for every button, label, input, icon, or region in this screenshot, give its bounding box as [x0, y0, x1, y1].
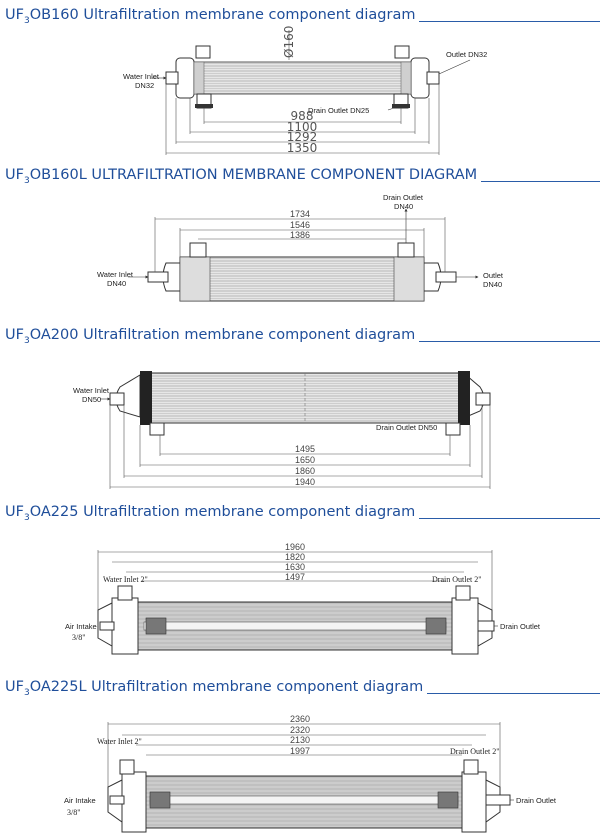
- inlet-nozzle: [109, 392, 125, 406]
- right-end-cap: [410, 57, 430, 99]
- inlet-port: [119, 759, 135, 775]
- inlet-nozzle: [147, 271, 169, 283]
- drain-port-top: [463, 759, 479, 775]
- dimension-988: 988: [291, 109, 314, 123]
- dimension-1997: 1997: [290, 746, 310, 756]
- center-tube: [149, 795, 459, 805]
- dimension-2360: 2360: [290, 714, 310, 724]
- title-underline: [481, 180, 600, 182]
- inlet-label: Water Inlet: [123, 72, 160, 81]
- membrane-housing: [179, 256, 425, 302]
- outlet-size-label: DN40: [483, 280, 502, 289]
- air-intake-label: Air Intake: [64, 796, 96, 805]
- diameter-label: Ø160: [282, 26, 296, 58]
- title-underline: [419, 517, 600, 519]
- inlet-label: Water Inlet 2": [97, 737, 142, 746]
- drain-port-top: [455, 585, 471, 601]
- inlet-label: Water Inlet 2": [103, 575, 148, 584]
- inlet-label: Water Inlet: [73, 386, 110, 395]
- ob160l-drawing: Drain Outlet DN40 Water Inlet DN40 Outle…: [97, 193, 504, 302]
- dimension-1940: 1940: [295, 477, 315, 487]
- outlet-nozzle: [435, 271, 457, 283]
- diagram-title: UF3OA225 Ultrafiltration membrane compon…: [5, 504, 600, 523]
- dimension-1497: 1497: [285, 572, 305, 582]
- inlet-label: Water Inlet: [97, 270, 134, 279]
- ob160-drawing: Ø160 Water Inlet DN32 Outlet DN32 Drain …: [123, 26, 487, 155]
- drain-label: Drain Outlet DN50: [376, 423, 437, 432]
- drain-port-right: [397, 242, 415, 258]
- drain-port-left: [149, 422, 165, 436]
- diagram-ob160l: UF3OB160L ULTRAFILTRATION MEMBRANE COMPO…: [0, 165, 600, 325]
- dimension-1820: 1820: [285, 552, 305, 562]
- air-intake-size-label: 3/8": [67, 808, 81, 817]
- diagram-title: UF3OA225L Ultrafiltration membrane compo…: [5, 679, 600, 698]
- dimension-1386: 1386: [290, 230, 310, 240]
- title-underline: [419, 340, 600, 342]
- dimension-2320: 2320: [290, 725, 310, 735]
- air-intake-size-label: 3/8": [72, 633, 86, 642]
- outlet-label: Outlet: [483, 271, 504, 280]
- left-potting: [140, 371, 152, 425]
- drain-side-label: Drain Outlet: [500, 622, 541, 631]
- right-potting: [458, 371, 470, 425]
- inlet-port: [117, 585, 133, 601]
- dimension-1734: 1734: [290, 209, 310, 219]
- dimension-1960: 1960: [285, 542, 305, 552]
- diagram-oa225l: UF3OA225L Ultrafiltration membrane compo…: [0, 672, 600, 840]
- inlet-size-label: DN50: [82, 395, 101, 404]
- oa200-drawing: Water Inlet DN50 Drain Outlet DN50 1495 …: [73, 371, 491, 489]
- diagram-title: UF3OB160L ULTRAFILTRATION MEMBRANE COMPO…: [5, 167, 600, 186]
- drain-outlet-nozzle: [477, 620, 495, 632]
- dimension-1630: 1630: [285, 562, 305, 572]
- air-intake-nozzle: [99, 621, 115, 631]
- diagram-ob160: UF3OB160 Ultrafiltration membrane compon…: [0, 0, 600, 165]
- outlet-label: Outlet DN32: [446, 50, 487, 59]
- diagram-oa225: UF3OA225 Ultrafiltration membrane compon…: [0, 498, 600, 668]
- drain-top-label: Drain Outlet 2": [432, 575, 481, 584]
- dimension-1650: 1650: [295, 455, 315, 465]
- dimension-1495: 1495: [295, 444, 315, 454]
- dimension-1350: 1350: [287, 141, 318, 155]
- title-underline: [427, 692, 600, 694]
- dimension-1860: 1860: [295, 466, 315, 476]
- left-end-cap: [175, 57, 195, 99]
- drain-port-left: [189, 242, 207, 258]
- inlet-nozzle: [165, 71, 179, 85]
- drain-label: Drain Outlet: [383, 193, 424, 202]
- dimension-1100: 1100: [287, 120, 318, 134]
- oa225l-drawing: 2360 2320 2130 1997 Water Inlet 2" Drain…: [64, 714, 557, 833]
- dimension-1292: 1292: [287, 130, 318, 144]
- diagram-title: UF3OB160 Ultrafiltration membrane compon…: [5, 7, 600, 26]
- diagram-title: UF3OA200 Ultrafiltration membrane compon…: [5, 327, 600, 346]
- outlet-nozzle: [475, 392, 491, 406]
- title-underline: [419, 20, 600, 22]
- drain-label: Drain Outlet DN25: [308, 106, 369, 115]
- dimension-2130: 2130: [290, 735, 310, 745]
- drain-size-label: DN40: [394, 202, 413, 211]
- drain-outlet-nozzle: [485, 794, 511, 806]
- air-intake-nozzle: [109, 795, 125, 805]
- drain-port-right: [445, 422, 461, 436]
- drain-side-label: Drain Outlet: [516, 796, 557, 805]
- outlet-nozzle: [426, 71, 440, 85]
- diagram-oa200: UF3OA200 Ultrafiltration membrane compon…: [0, 325, 600, 495]
- inlet-size-label: DN32: [135, 81, 154, 90]
- dimension-1546: 1546: [290, 220, 310, 230]
- drain-top-label: Drain Outlet 2": [450, 747, 499, 756]
- inlet-size-label: DN40: [107, 279, 126, 288]
- center-tube: [143, 621, 447, 631]
- oa225-drawing: 1960 1820 1630 1497 Water Inlet 2" Drain…: [65, 542, 541, 655]
- membrane-housing: [189, 61, 416, 95]
- air-intake-label: Air Intake: [65, 622, 97, 631]
